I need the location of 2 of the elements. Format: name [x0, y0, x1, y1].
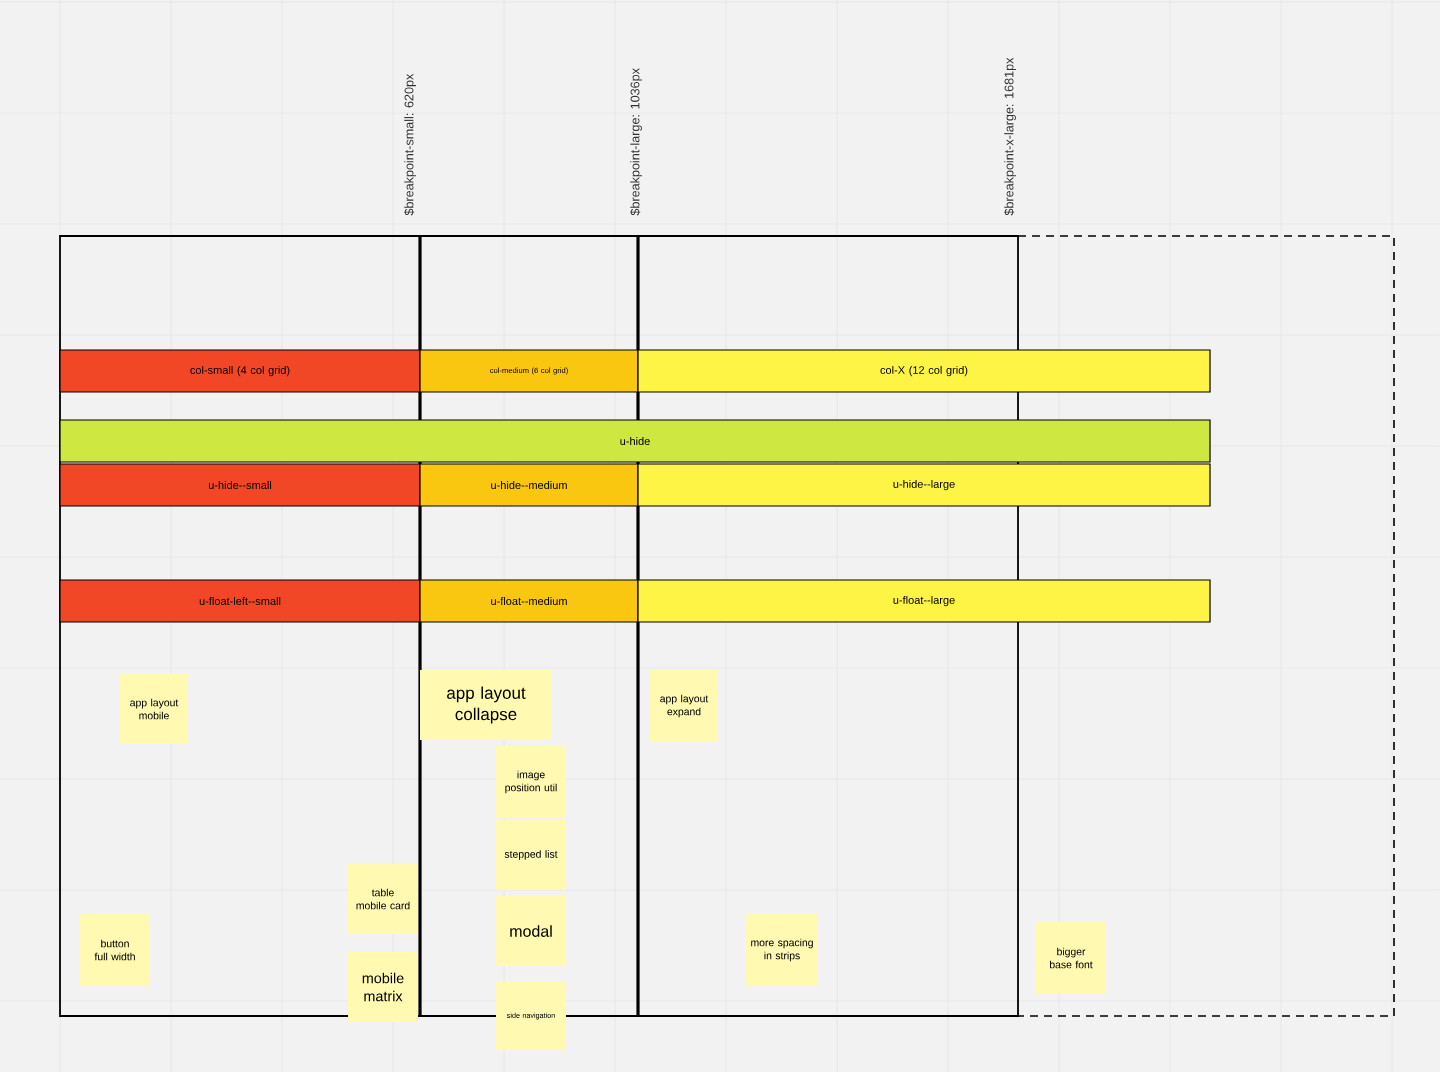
sticky-note: app layout collapse	[420, 670, 552, 740]
sticky-note: modal	[496, 896, 566, 966]
